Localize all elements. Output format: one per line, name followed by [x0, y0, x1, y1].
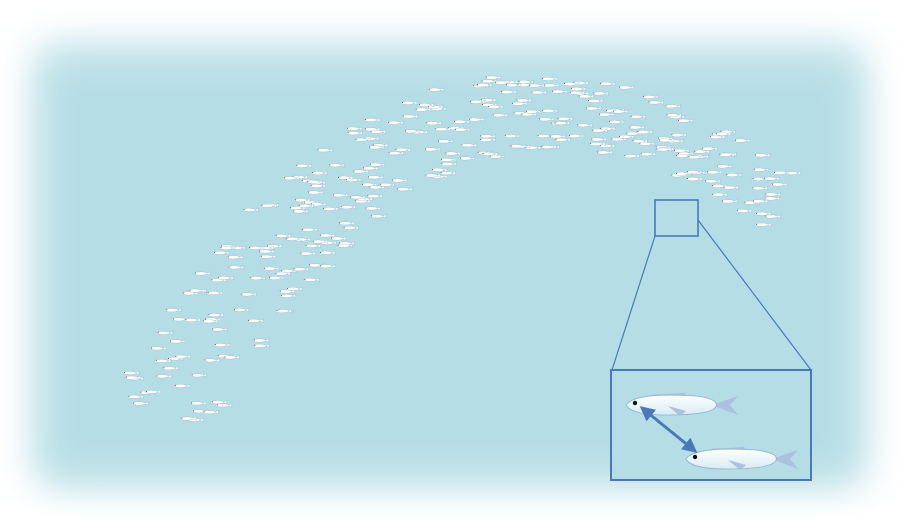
- fish-2-body: [686, 449, 776, 469]
- fish-2-eye: [693, 455, 697, 459]
- fish-1-eye: [633, 401, 637, 405]
- fish-1-body: [626, 395, 716, 415]
